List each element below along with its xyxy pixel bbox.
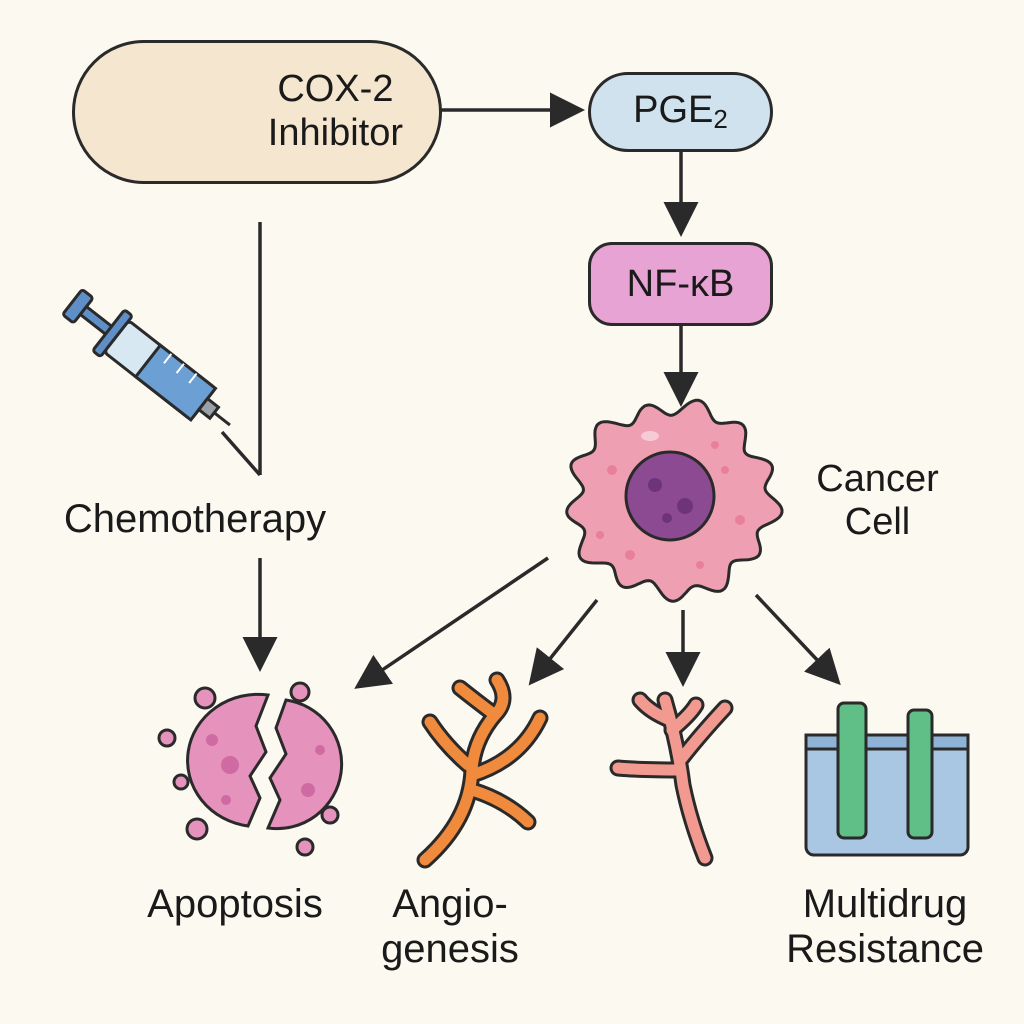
nfkb-label: NF-κB <box>626 262 735 305</box>
chemotherapy-label: Chemotherapy <box>63 497 327 541</box>
apoptosis-label: Apoptosis <box>147 882 323 926</box>
blood-vessel-icon <box>416 671 549 869</box>
cancer-cell-nucleus <box>624 450 716 542</box>
cancer-cell-label-line1: Cancer <box>816 458 939 500</box>
angiogenesis-label-line1: Angio- <box>392 882 508 926</box>
connectors <box>220 92 841 689</box>
multidrug-resistance-label: Multidrug Resistance <box>765 882 1005 972</box>
multidrug-label-line1: Multidrug <box>802 882 968 926</box>
cancer-cell-label-line2: Cell <box>844 500 911 543</box>
arrow-cell-to-angiogenesis <box>528 598 599 686</box>
angiogenesis-label: Angio- genesis <box>360 882 540 972</box>
line-syringe-to-vertical <box>220 430 262 477</box>
multidrug-label-line2: Resistance <box>786 926 984 971</box>
apoptosis-icon <box>157 681 344 857</box>
cox2-label-line1: COX-2 <box>277 68 394 111</box>
syringe-icon <box>62 288 231 427</box>
arrow-cell-to-multidrug <box>754 593 841 686</box>
pge2-label: PGE2 <box>633 89 728 135</box>
arrow-cell-to-apoptosis <box>354 556 549 689</box>
pge2-subscript: 2 <box>713 104 728 134</box>
pge2-node: PGE2 <box>588 72 773 152</box>
cox2-inhibitor-node: COX-2 Inhibitor <box>72 40 442 184</box>
pge2-base: PGE <box>633 89 714 131</box>
cox2-label-line2: Inhibitor <box>267 112 403 154</box>
angiogenesis-label-line2: genesis <box>381 926 519 971</box>
cancer-cell-icon <box>565 398 784 603</box>
membrane-pump-icon <box>804 701 970 857</box>
blood-vessel-icon <box>609 691 734 867</box>
nfkb-node: NF-κB <box>588 242 773 326</box>
cancer-cell-label: Cancer Cell <box>790 458 965 543</box>
